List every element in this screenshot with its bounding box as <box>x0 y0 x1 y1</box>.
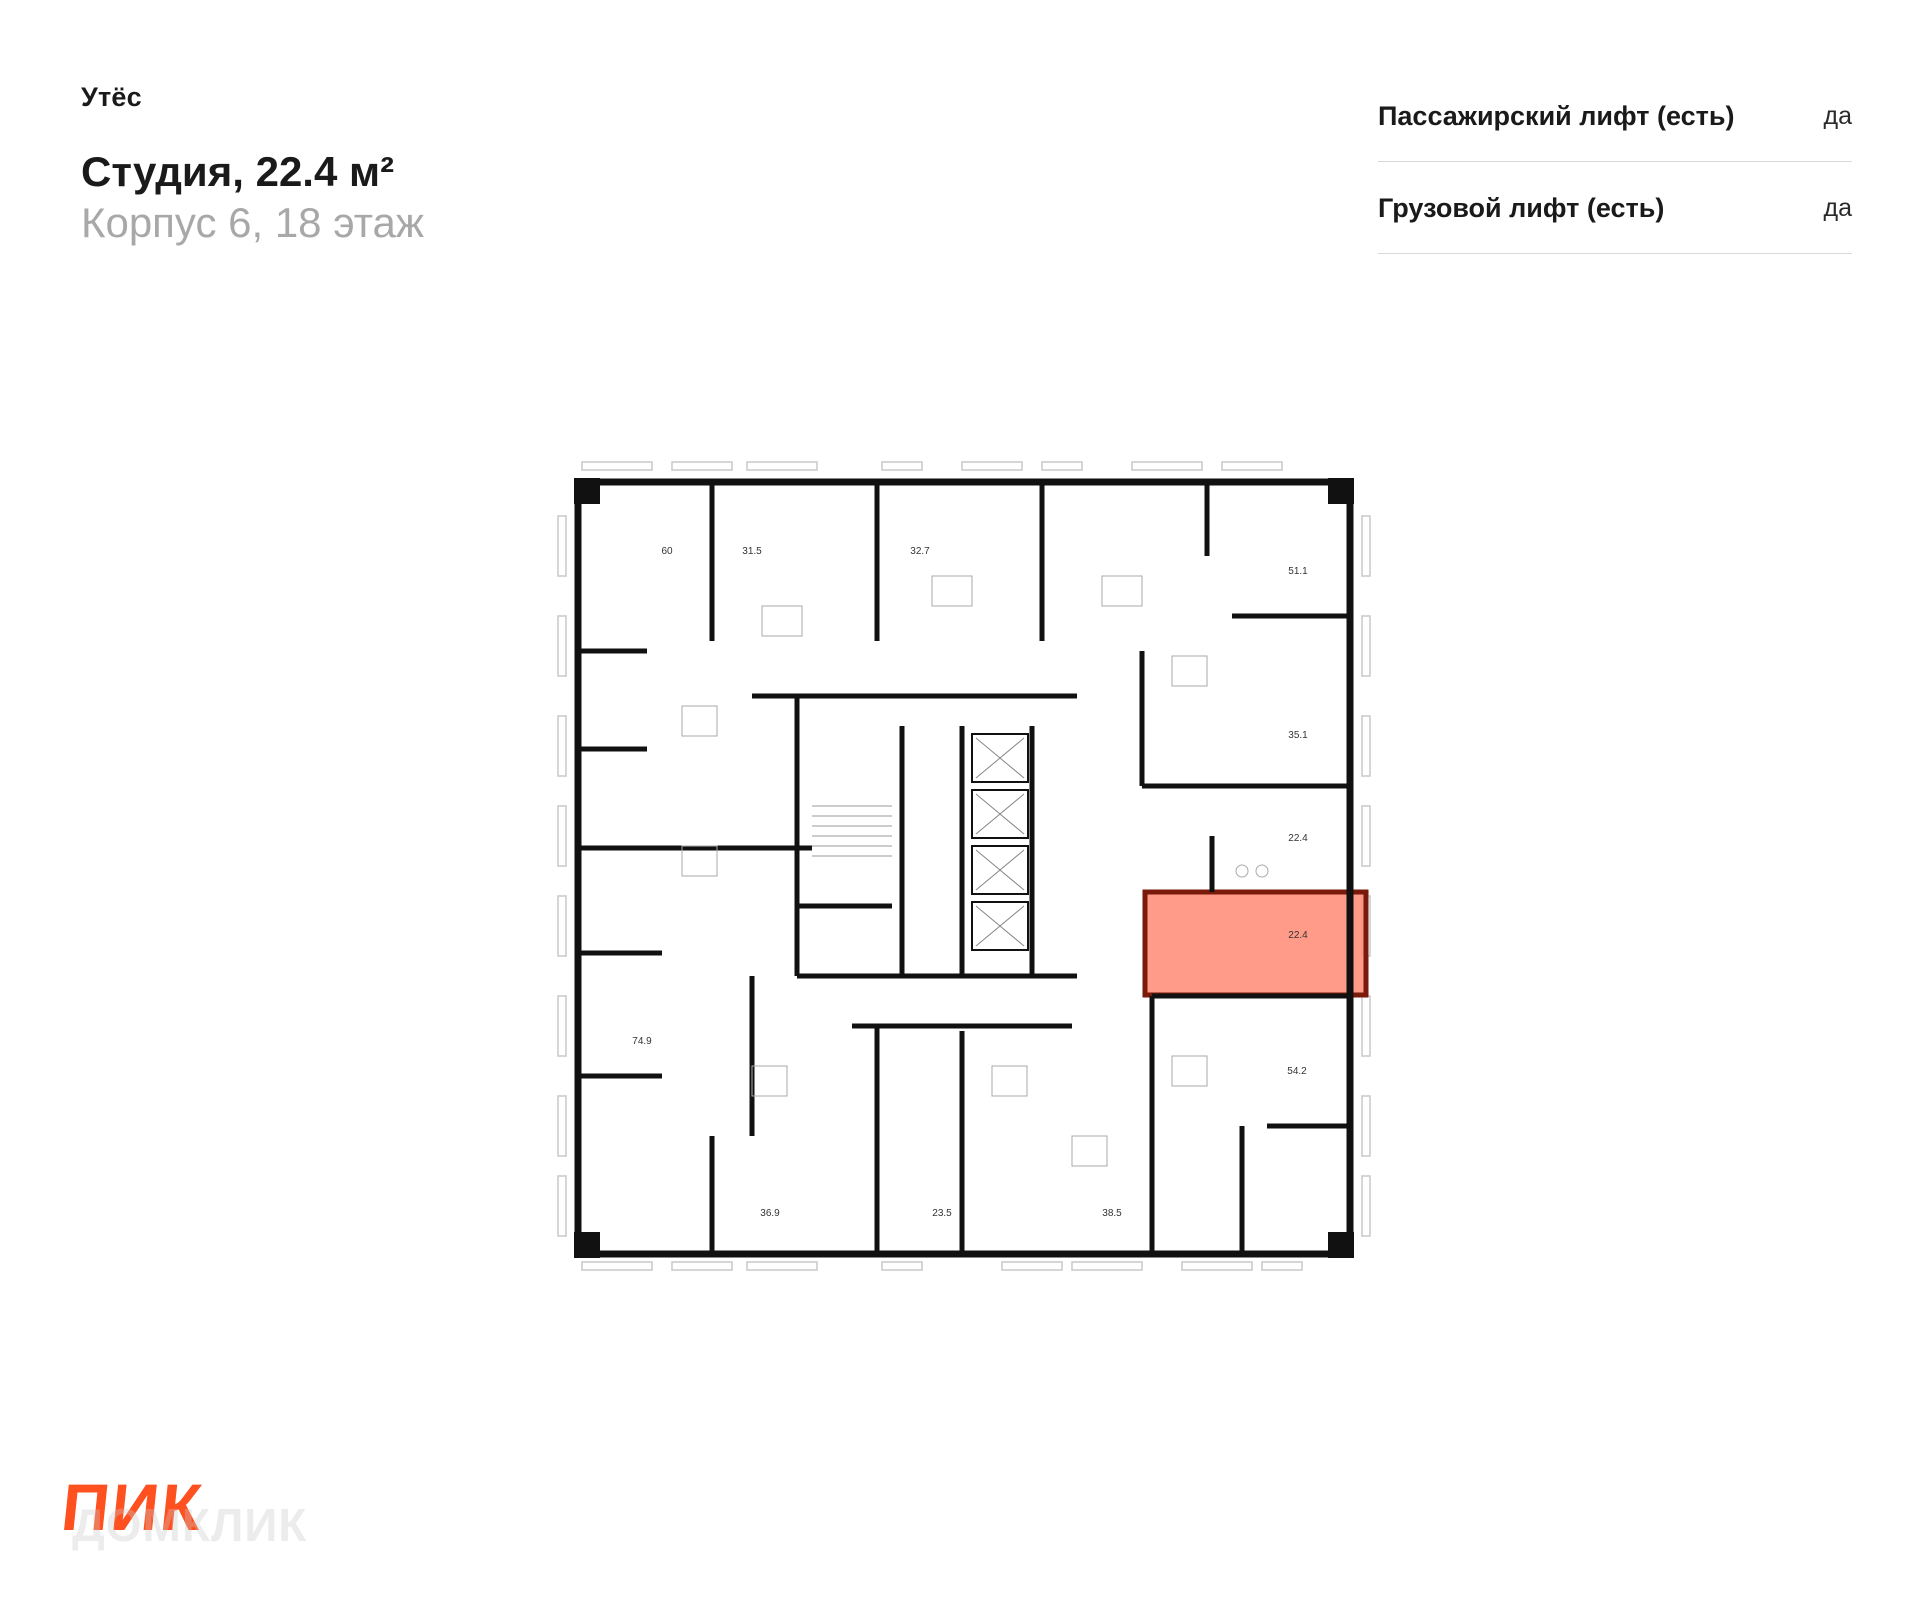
room-area-label: 35.1 <box>1288 730 1308 741</box>
apartment-header: Утёс Студия, 22.4 м² Корпус 6, 18 этаж <box>81 82 424 249</box>
room-area-label: 38.5 <box>1102 1208 1122 1219</box>
pik-logo: ПИК ДОМКЛИК <box>58 1470 306 1551</box>
feature-freight-lift: Грузовой лифт (есть) да <box>1378 162 1852 254</box>
room-area-label: 31.5 <box>742 546 762 557</box>
room-area-label: 23.5 <box>932 1208 952 1219</box>
room-area-label: 36.9 <box>760 1208 780 1219</box>
floor-plan: 60 31.5 32.7 51.1 35.1 22.4 22.4 74.9 54… <box>557 461 1371 1271</box>
room-area-label: 32.7 <box>910 546 930 557</box>
watermark-text: ДОМКЛИК <box>72 1499 308 1551</box>
room-area-label: 74.9 <box>632 1036 652 1047</box>
apartment-title: Студия, 22.4 м² <box>81 148 395 195</box>
room-area-label: 51.1 <box>1288 566 1308 577</box>
highlighted-apartment[interactable] <box>1142 889 1369 998</box>
room-area-label: 22.4 <box>1288 930 1308 941</box>
feature-label: Грузовой лифт (есть) <box>1378 193 1665 223</box>
feature-label: Пассажирский лифт (есть) <box>1378 101 1735 131</box>
feature-passenger-lift: Пассажирский лифт (есть) да <box>1378 70 1852 162</box>
feature-value: да <box>1823 194 1853 222</box>
apartment-subtitle: Корпус 6, 18 этаж <box>81 199 424 246</box>
room-area-label: 54.2 <box>1287 1066 1307 1077</box>
features-list: Пассажирский лифт (есть) да Грузовой лиф… <box>1378 70 1852 254</box>
project-name: Утёс <box>81 82 142 112</box>
feature-value: да <box>1823 102 1853 130</box>
room-area-label: 60 <box>661 546 673 557</box>
room-area-label: 22.4 <box>1288 833 1308 844</box>
